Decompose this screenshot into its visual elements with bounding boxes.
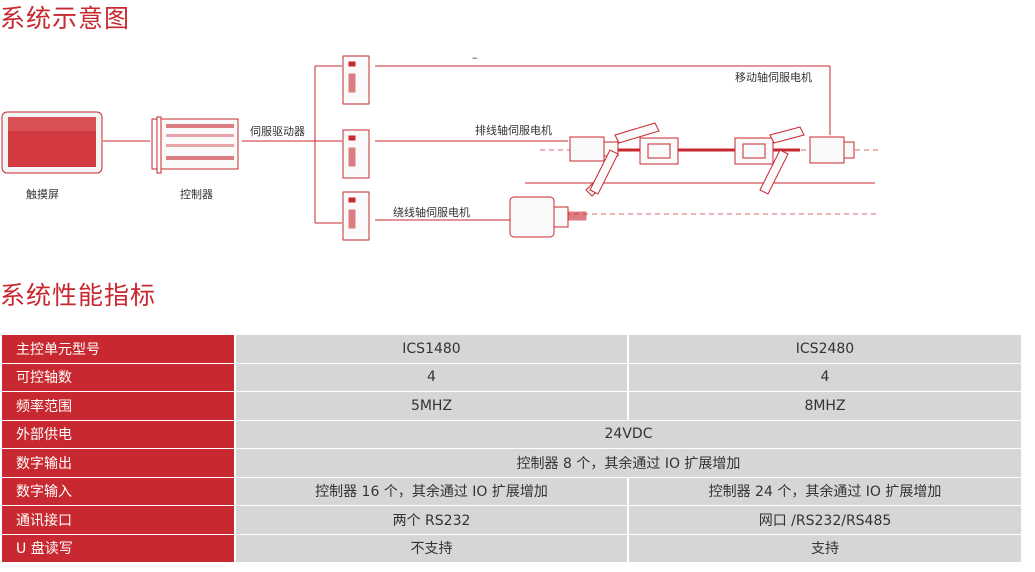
move-axis-label: 移动轴伺服电机 xyxy=(735,71,812,84)
table-cell: 控制器 16 个，其余通过 IO 扩展增加 xyxy=(235,477,628,506)
table-cell: 不支持 xyxy=(235,534,628,563)
table-cell: 4 xyxy=(627,363,1021,392)
row-header: 数字输入 xyxy=(2,477,236,506)
table-row: 主控单元型号 ICS1480 ICS2480 xyxy=(2,335,1021,364)
touchscreen-label: 触摸屏 xyxy=(26,188,59,201)
touchscreen-device xyxy=(1,111,103,174)
row-header: 数字输出 xyxy=(2,448,236,478)
top-dash-mark: – xyxy=(472,51,478,64)
table-row: 频率范围 5MHZ 8MHZ xyxy=(2,391,1021,421)
table-cell: 控制器 8 个，其余通过 IO 扩展增加 xyxy=(235,448,1021,478)
performance-title: 系统性能指标 xyxy=(0,281,157,310)
servo-driver-units xyxy=(342,55,370,241)
table-row: U 盘读写 不支持 支持 xyxy=(2,534,1021,563)
table-row: 数字输入 控制器 16 个，其余通过 IO 扩展增加 控制器 24 个，其余通过… xyxy=(2,477,1021,506)
table-cell: 网口 /RS232/RS485 xyxy=(627,505,1021,535)
system-diagram: 触摸屏 控制器 伺服驱动器 移动轴伺服电机 排线轴伺服电机 绕线轴伺服电机 – xyxy=(0,40,1035,250)
table-cell: 两个 RS232 xyxy=(235,505,628,535)
table-row: 数字输出 控制器 8 个，其余通过 IO 扩展增加 xyxy=(2,448,1021,478)
row-header: U 盘读写 xyxy=(2,534,236,563)
table-cell: 8MHZ xyxy=(627,391,1021,421)
controller-device xyxy=(151,116,239,174)
table-cell: 5MHZ xyxy=(235,391,628,421)
table-cell: 支持 xyxy=(627,534,1021,563)
row-header: 外部供电 xyxy=(2,420,236,449)
table-cell: 24VDC xyxy=(235,420,1021,449)
table-cell: ICS2480 xyxy=(627,335,1021,364)
traverse-assembly xyxy=(569,122,855,195)
controller-label: 控制器 xyxy=(180,188,213,201)
table-row: 通讯接口 两个 RS232 网口 /RS232/RS485 xyxy=(2,505,1021,535)
row-header: 频率范围 xyxy=(2,391,236,421)
table-cell: 控制器 24 个，其余通过 IO 扩展增加 xyxy=(627,477,1021,506)
system-diagram-title: 系统示意图 xyxy=(0,4,131,33)
winding-motor xyxy=(509,179,603,238)
system-diagram-graphic xyxy=(1,55,880,241)
row-header: 主控单元型号 xyxy=(2,335,236,364)
table-cell: ICS1480 xyxy=(235,335,628,364)
spec-table: 主控单元型号 ICS1480 ICS2480 可控轴数 4 4 频率范围 5MH… xyxy=(2,335,1021,563)
table-row: 外部供电 24VDC xyxy=(2,420,1021,449)
row-header: 可控轴数 xyxy=(2,363,236,392)
table-cell: 4 xyxy=(235,363,628,392)
table-row: 可控轴数 4 4 xyxy=(2,363,1021,392)
traverse-axis-label: 排线轴伺服电机 xyxy=(475,124,552,137)
servo-driver-label: 伺服驱动器 xyxy=(250,125,305,138)
winding-axis-label: 绕线轴伺服电机 xyxy=(393,206,470,219)
row-header: 通讯接口 xyxy=(2,505,236,535)
